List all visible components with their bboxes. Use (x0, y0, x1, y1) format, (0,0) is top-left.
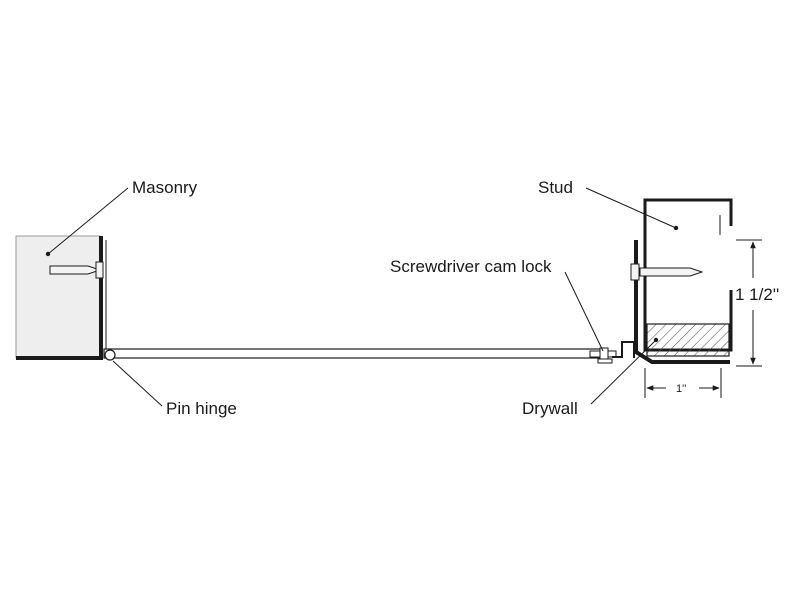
pin-hinge-label: Pin hinge (166, 399, 237, 418)
frame-z-flange (612, 341, 635, 358)
masonry-anchor-bolt (49, 261, 104, 279)
dimension-width-label: 1'' (676, 383, 686, 395)
drywall-leader (590, 339, 657, 405)
masonry-label: Masonry (132, 178, 198, 197)
cam-lock-leader (564, 271, 604, 352)
pin-hinge-icon (104, 349, 116, 361)
cam-lock-label: Screwdriver cam lock (390, 257, 552, 276)
stud-leader (585, 187, 677, 229)
stud-label: Stud (538, 178, 573, 197)
drywall-angle-frame (634, 240, 730, 364)
masonry-wall (15, 235, 107, 360)
door-panel-body (103, 348, 605, 359)
dimension-width: 1'' (644, 368, 722, 398)
stud-screw (630, 263, 704, 281)
dimension-height-label: 1 1/2'' (735, 285, 779, 304)
dimension-height: 1 1/2'' (735, 239, 779, 367)
stud-assembly (612, 198, 733, 364)
masonry-leader-dot (45, 251, 51, 257)
drywall-leader-dot (653, 337, 659, 343)
access-door-panel (103, 348, 605, 361)
drywall-block (646, 323, 730, 357)
leader-lines (45, 187, 679, 407)
drywall-label: Drywall (522, 399, 578, 418)
cam-lock (589, 347, 617, 364)
stud-leader-dot (673, 225, 679, 231)
masonry-block (15, 235, 101, 359)
masonry-leader (47, 187, 129, 255)
pin-hinge-leader (112, 360, 163, 407)
